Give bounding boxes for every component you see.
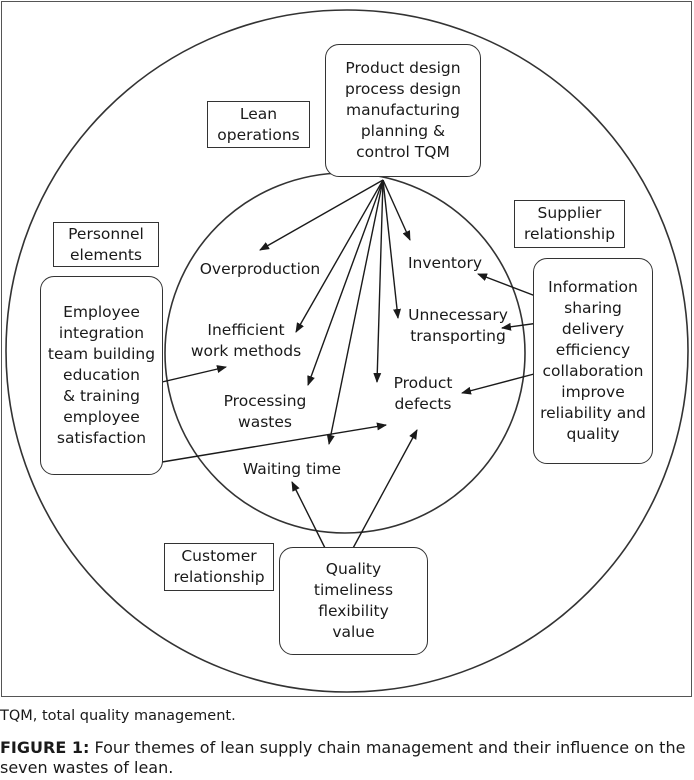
arrow-supplier-to-product-defects — [461, 373, 535, 395]
waste-waiting-time: Waiting time — [242, 460, 342, 478]
personnel-elements-box: Employee integration team building educa… — [40, 276, 163, 475]
figure-label: FIGURE 1: — [0, 738, 90, 757]
waste-inefficient-work-methods: Inefficient work methods — [190, 321, 302, 360]
waste-overproduction: Overproduction — [199, 260, 321, 278]
customer-relationship-arrows — [291, 429, 418, 551]
waste-inventory: Inventory — [407, 254, 483, 272]
arrow-lean-to-processing-wastes — [307, 179, 384, 386]
arrow-lean-to-waiting-time — [326, 179, 384, 445]
lean-operations-arrows — [259, 179, 411, 445]
waste-processing-wastes: Processing wastes — [223, 392, 307, 431]
supplier-relationship-label: Supplier relationship — [514, 200, 625, 248]
figure-text: Four themes of lean supply chain managem… — [0, 738, 686, 777]
customer-relationship-label: Customer relationship — [164, 543, 274, 591]
figure-frame — [1, 1, 692, 697]
figure-title: FIGURE 1: Four themes of lean supply cha… — [0, 738, 694, 778]
waste-unnecessary-transporting: Unnecessary transporting — [408, 306, 508, 345]
waste-product-defects: Product defects — [393, 374, 453, 413]
arrow-personnel-to-inefficient-work-methods — [161, 365, 227, 383]
arrow-lean-to-inefficient-work-methods — [295, 179, 384, 333]
lean-operations-box: Product design process design manufactur… — [325, 44, 481, 177]
supplier-relationship-box: Information sharing delivery efficiency … — [533, 258, 653, 464]
personnel-elements-arrows — [161, 365, 387, 463]
arrow-lean-to-inventory — [382, 179, 411, 241]
figure-caption: TQM, total quality management. FIGURE 1:… — [0, 706, 694, 778]
personnel-elements-label: Personnel elements — [53, 222, 159, 267]
outer-circle — [5, 9, 689, 693]
arrow-personnel-to-product-defects — [161, 422, 387, 463]
arrow-lean-to-product-defects — [373, 179, 384, 383]
abbreviation-note: TQM, total quality management. — [0, 708, 236, 724]
arrow-customer-to-waiting-time — [291, 481, 327, 551]
lean-operations-label: Lean operations — [207, 101, 310, 148]
arrow-lean-to-overproduction — [259, 179, 384, 251]
arrow-lean-to-unnecessary-transporting — [382, 179, 402, 319]
customer-relationship-box: Quality timeliness flexibility value — [279, 547, 428, 655]
arrow-customer-to-product-defects — [351, 429, 418, 551]
